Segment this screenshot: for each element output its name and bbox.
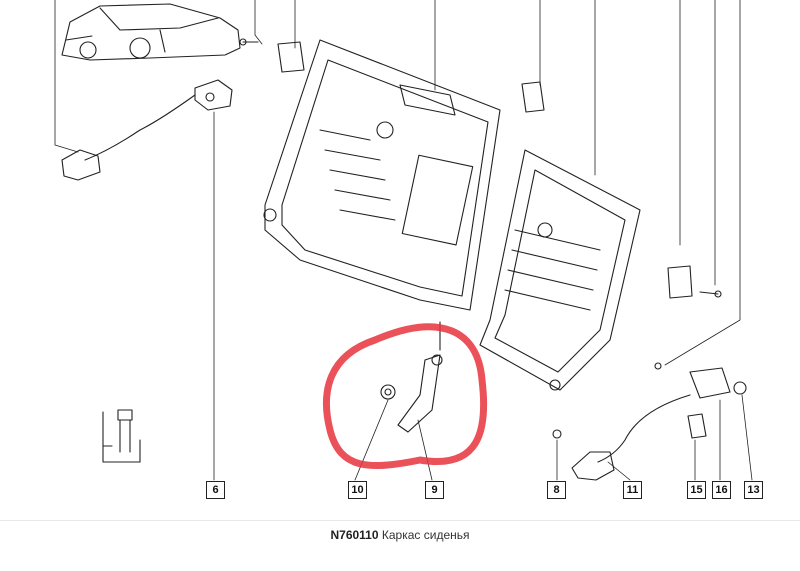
clip-parts (239, 38, 722, 299)
parts-diagram: 6 10 9 8 11 15 16 13 (0, 0, 800, 521)
callout-11: 11 (623, 481, 642, 499)
car-thumbnail-icon (61, 3, 241, 61)
callout-15: 15 (687, 481, 706, 499)
red-highlight-circle (322, 323, 488, 470)
part-title: Каркас сиденья (381, 528, 470, 542)
bolt-dimension-icon (102, 409, 141, 463)
seat-back-frame-large (263, 39, 501, 311)
hinge-bracket-part-9 (397, 321, 443, 433)
release-cable-left (61, 79, 233, 181)
nut-part-10 (380, 384, 396, 400)
leader-lines (54, 0, 753, 481)
callout-16: 16 (712, 481, 731, 499)
callout-8: 8 (547, 481, 566, 499)
diagram-caption: N760110 Каркас сиденья (0, 528, 800, 542)
callout-6: 6 (206, 481, 225, 499)
callout-13: 13 (744, 481, 763, 499)
callout-10: 10 (348, 481, 367, 499)
release-cable-right (552, 362, 747, 481)
part-code: N760110 (330, 528, 379, 542)
callout-9: 9 (425, 481, 444, 499)
seat-back-frame-small (479, 149, 641, 391)
